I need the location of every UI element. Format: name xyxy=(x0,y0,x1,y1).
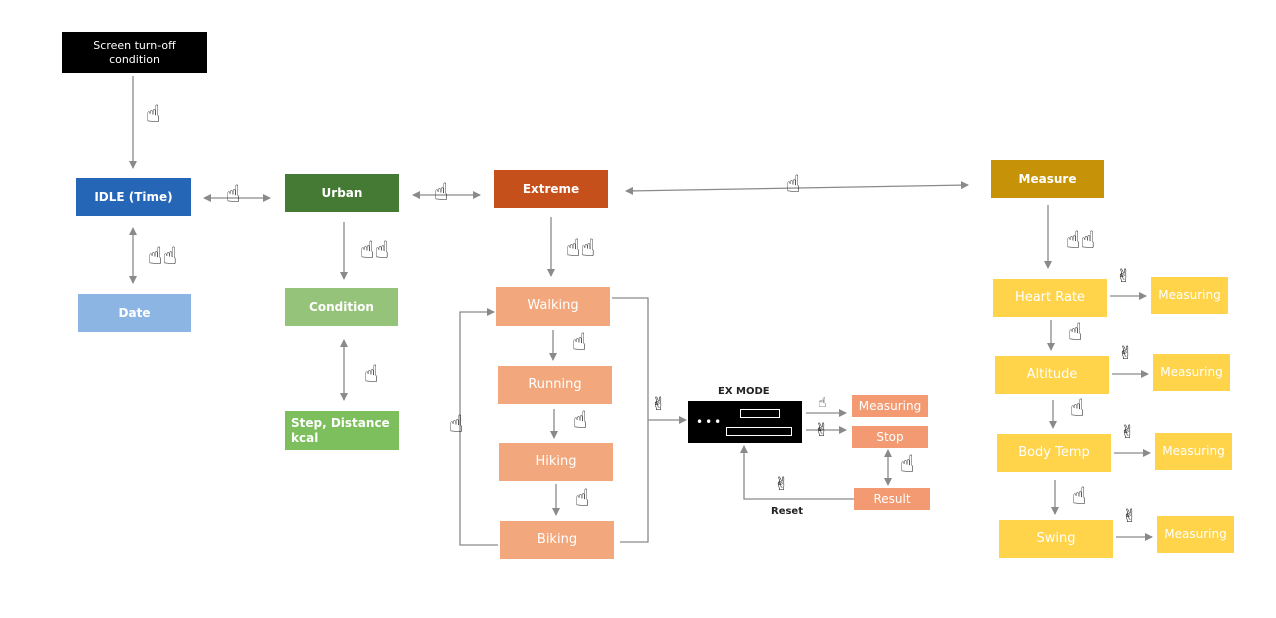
swing-label: Swing xyxy=(1036,530,1076,546)
result-label: Result xyxy=(873,491,911,506)
swing-measuring-label: Measuring xyxy=(1164,527,1227,541)
two-finger-tap-icon: ✌ xyxy=(1120,422,1136,443)
two-finger-tap-icon: ✌ xyxy=(1116,266,1132,287)
single-tap-hand-icon: ☝ xyxy=(818,395,827,411)
two-finger-tap-icon: ✌ xyxy=(814,420,830,441)
body-temp-measuring-label: Measuring xyxy=(1162,444,1225,458)
body-temp-label: Body Temp xyxy=(1018,444,1090,460)
single-tap-hand-icon: ☝ xyxy=(449,410,464,438)
altitude-node[interactable]: Altitude xyxy=(995,356,1109,394)
single-tap-hand-icon: ☝ xyxy=(572,328,587,356)
walking-node[interactable]: Walking xyxy=(496,287,610,326)
single-tap-hand-icon: ☝ xyxy=(226,180,241,208)
ex-mode-dots: ••• xyxy=(696,415,724,429)
measure-node[interactable]: Measure xyxy=(991,160,1104,198)
two-finger-tap-icon: ✌ xyxy=(1118,343,1134,364)
reset-label: Reset xyxy=(771,506,803,517)
altitude-measuring-label: Measuring xyxy=(1160,365,1223,379)
double-tap-hand-icon: ☝☝ xyxy=(1066,226,1096,254)
ex-mode-slot-top xyxy=(740,409,780,418)
ex-measuring-node[interactable]: Measuring xyxy=(852,395,928,417)
hiking-node[interactable]: Hiking xyxy=(499,443,613,481)
urban-node[interactable]: Urban xyxy=(285,174,399,212)
swing-node[interactable]: Swing xyxy=(999,520,1113,558)
swing-measuring-node: Measuring xyxy=(1157,516,1234,553)
result-node[interactable]: Result xyxy=(854,488,930,510)
stop-node[interactable]: Stop xyxy=(852,426,928,448)
single-tap-hand-icon: ☝ xyxy=(1072,482,1087,510)
two-finger-tap-icon: ✌ xyxy=(1122,506,1138,527)
biking-label: Biking xyxy=(536,531,578,547)
extreme-node[interactable]: Extreme xyxy=(494,170,608,208)
hiking-label: Hiking xyxy=(535,453,577,469)
body-temp-measuring-node: Measuring xyxy=(1155,433,1232,470)
condition-node: Condition xyxy=(285,288,398,326)
measure-label: Measure xyxy=(1018,171,1077,186)
double-tap-hand-icon: ☝☝ xyxy=(360,236,390,264)
stop-label: Stop xyxy=(876,429,904,444)
extreme-label: Extreme xyxy=(522,181,580,196)
double-tap-hand-icon: ☝☝ xyxy=(566,234,596,262)
screen-off-label: Screen turn-off condition xyxy=(93,38,176,66)
heart-rate-measuring-label: Measuring xyxy=(1158,288,1221,302)
idle-label: IDLE (Time) xyxy=(94,189,173,204)
condition-label: Condition xyxy=(309,299,374,314)
single-tap-hand-icon: ☝ xyxy=(575,484,590,512)
single-tap-hand-icon: ☝ xyxy=(786,170,801,198)
date-node: Date xyxy=(78,294,191,332)
running-label: Running xyxy=(528,376,582,392)
two-finger-tap-icon: ✌ xyxy=(774,474,790,495)
heart-rate-measuring-node: Measuring xyxy=(1151,277,1228,314)
single-tap-hand-icon: ☝ xyxy=(1068,318,1083,346)
running-node[interactable]: Running xyxy=(498,366,612,404)
single-tap-hand-icon: ☝ xyxy=(434,178,449,206)
step-distance-label: Step, Distance kcal xyxy=(291,415,390,445)
ex-mode-label: EX MODE xyxy=(718,386,770,397)
urban-label: Urban xyxy=(321,185,363,200)
single-tap-hand-icon: ☝ xyxy=(146,100,161,128)
heart-rate-node[interactable]: Heart Rate xyxy=(993,279,1107,317)
double-tap-hand-icon: ☝☝ xyxy=(148,242,178,270)
walking-label: Walking xyxy=(527,298,579,314)
ex-mode-device: ••• xyxy=(688,401,802,443)
ex-measuring-label: Measuring xyxy=(858,398,922,413)
ex-mode-slot-bottom xyxy=(726,427,792,436)
single-tap-hand-icon: ☝ xyxy=(900,450,915,478)
altitude-measuring-node: Measuring xyxy=(1153,354,1230,391)
two-finger-tap-icon: ✌ xyxy=(651,394,667,415)
altitude-label: Altitude xyxy=(1026,366,1078,382)
biking-node[interactable]: Biking xyxy=(500,521,614,559)
screen-off-node: Screen turn-off condition xyxy=(62,32,207,73)
single-tap-hand-icon: ☝ xyxy=(1070,394,1085,422)
single-tap-hand-icon: ☝ xyxy=(364,360,379,388)
step-distance-node: Step, Distance kcal xyxy=(285,411,399,450)
idle-node[interactable]: IDLE (Time) xyxy=(76,178,191,216)
single-tap-hand-icon: ☝ xyxy=(573,406,588,434)
date-label: Date xyxy=(118,305,151,320)
heart-rate-label: Heart Rate xyxy=(1014,289,1086,305)
body-temp-node[interactable]: Body Temp xyxy=(997,434,1111,472)
